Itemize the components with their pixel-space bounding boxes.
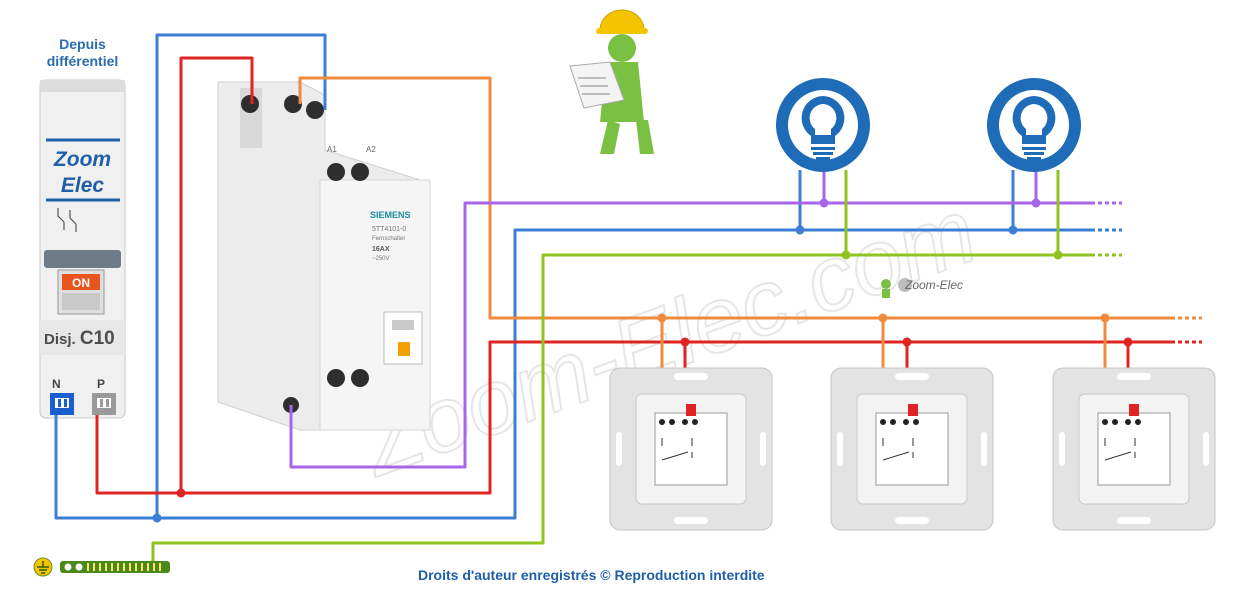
phase-label: P [97,377,106,391]
relay-terminal-2[interactable] [306,101,324,119]
relay-model: 5TT4101-0 [372,226,406,233]
relay-brand: SIEMENS [370,210,411,220]
relay-terminal-4[interactable] [327,369,345,387]
breaker-brand-line2: Elec [60,174,105,197]
breaker-toggle[interactable] [57,269,105,315]
earth-wire [151,253,1095,563]
relay-terminal-1[interactable] [241,95,259,113]
push-button-1[interactable] [609,367,773,531]
neutral-wire-relay [155,33,327,518]
breaker-symbol-icon [57,208,77,232]
terminal-a1-label: A1 [327,145,337,154]
wire-junctions [152,198,1133,523]
impulse-relay: A1 A2 SIEMENS 5TT4101-0 Fernschalter 16A… [217,81,431,431]
breaker-rating: C10 [79,328,115,349]
phase-wire-main [95,340,1175,495]
push-button-3[interactable] [1052,367,1216,531]
relay-manual-lever[interactable] [383,311,423,365]
terminal-a2-label: A2 [366,145,376,154]
relay-type: Fernschalter [372,236,405,242]
worker-reading-plan-icon [569,9,654,154]
source-label-line1: Depuis [59,36,106,52]
relay-terminal-5[interactable] [351,369,369,387]
relay-voltage: ~250V [372,256,390,262]
brand-tag: Zoom-Elec [905,278,964,292]
breaker-brand-line1: Zoom [53,148,112,171]
relay-terminal-a2[interactable] [351,163,369,181]
breaker-rating-label: Disj. C10 [44,328,115,350]
circuit-breaker [39,79,126,419]
lamp-1 [776,78,870,172]
push-button-2[interactable] [830,367,994,531]
switched-wire [289,201,1095,469]
phase-wire-relay [179,56,254,493]
breaker-on-label: ON [72,276,90,290]
neutral-label: N [52,377,61,391]
light-bulb-icon [801,96,845,160]
breaker-prefix: Disj. [44,331,76,348]
phase-terminal[interactable] [92,393,116,415]
light-bulb-icon [1012,96,1056,160]
neutral-wire-main [54,228,1095,520]
source-label-line2: différentiel [46,53,119,69]
source-label: Depuis différentiel [40,36,125,70]
neutral-terminal[interactable] [50,393,74,415]
relay-current: 16AX [372,246,390,253]
earth-bar [33,557,170,577]
lamp-2 [987,78,1081,172]
relay-terminal-a1[interactable] [327,163,345,181]
copyright-footer: Droits d'auteur enregistrés © Reproducti… [418,567,765,583]
brand-logo-icon [881,278,912,298]
return-wire [298,76,1175,320]
relay-terminal-3[interactable] [284,95,302,113]
